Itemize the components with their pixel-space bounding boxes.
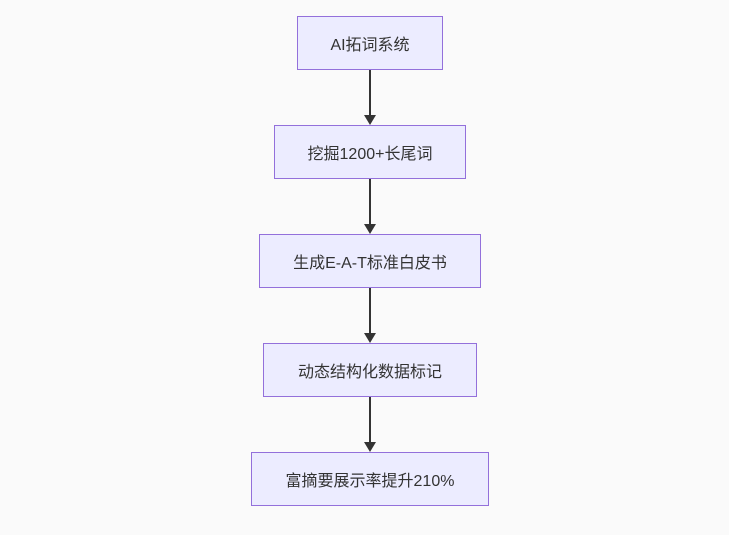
flow-arrow-down-2	[363, 179, 377, 234]
arrow-head-icon	[364, 333, 376, 343]
arrow-head-icon	[364, 115, 376, 125]
arrow-head-icon	[364, 442, 376, 452]
flowchart: AI拓词系统 挖掘1200+长尾词 生成E-A-T标准白皮书 动态结构化数据标记…	[251, 16, 489, 506]
flow-node-eat-whitepaper: 生成E-A-T标准白皮书	[259, 234, 481, 288]
arrow-shaft	[369, 70, 371, 116]
flow-node-label: 动态结构化数据标记	[297, 364, 442, 381]
arrow-shaft	[369, 179, 371, 225]
arrow-shaft	[369, 397, 371, 443]
arrow-head-icon	[364, 224, 376, 234]
flow-arrow-down-4	[363, 397, 377, 452]
flow-arrow-down-3	[363, 288, 377, 343]
flow-node-ai-word-expansion: AI拓词系统	[297, 16, 443, 70]
flow-node-label: AI拓词系统	[330, 37, 410, 54]
flow-node-label: 富摘要展示率提升210%	[285, 473, 455, 490]
flow-node-label: 挖掘1200+长尾词	[307, 146, 433, 163]
flow-node-rich-snippet-result: 富摘要展示率提升210%	[251, 452, 489, 506]
flow-arrow-down-1	[363, 70, 377, 125]
flow-node-structured-data-markup: 动态结构化数据标记	[263, 343, 477, 397]
flow-node-longtail-mining: 挖掘1200+长尾词	[274, 125, 466, 179]
flow-node-label: 生成E-A-T标准白皮书	[293, 255, 447, 272]
arrow-shaft	[369, 288, 371, 334]
